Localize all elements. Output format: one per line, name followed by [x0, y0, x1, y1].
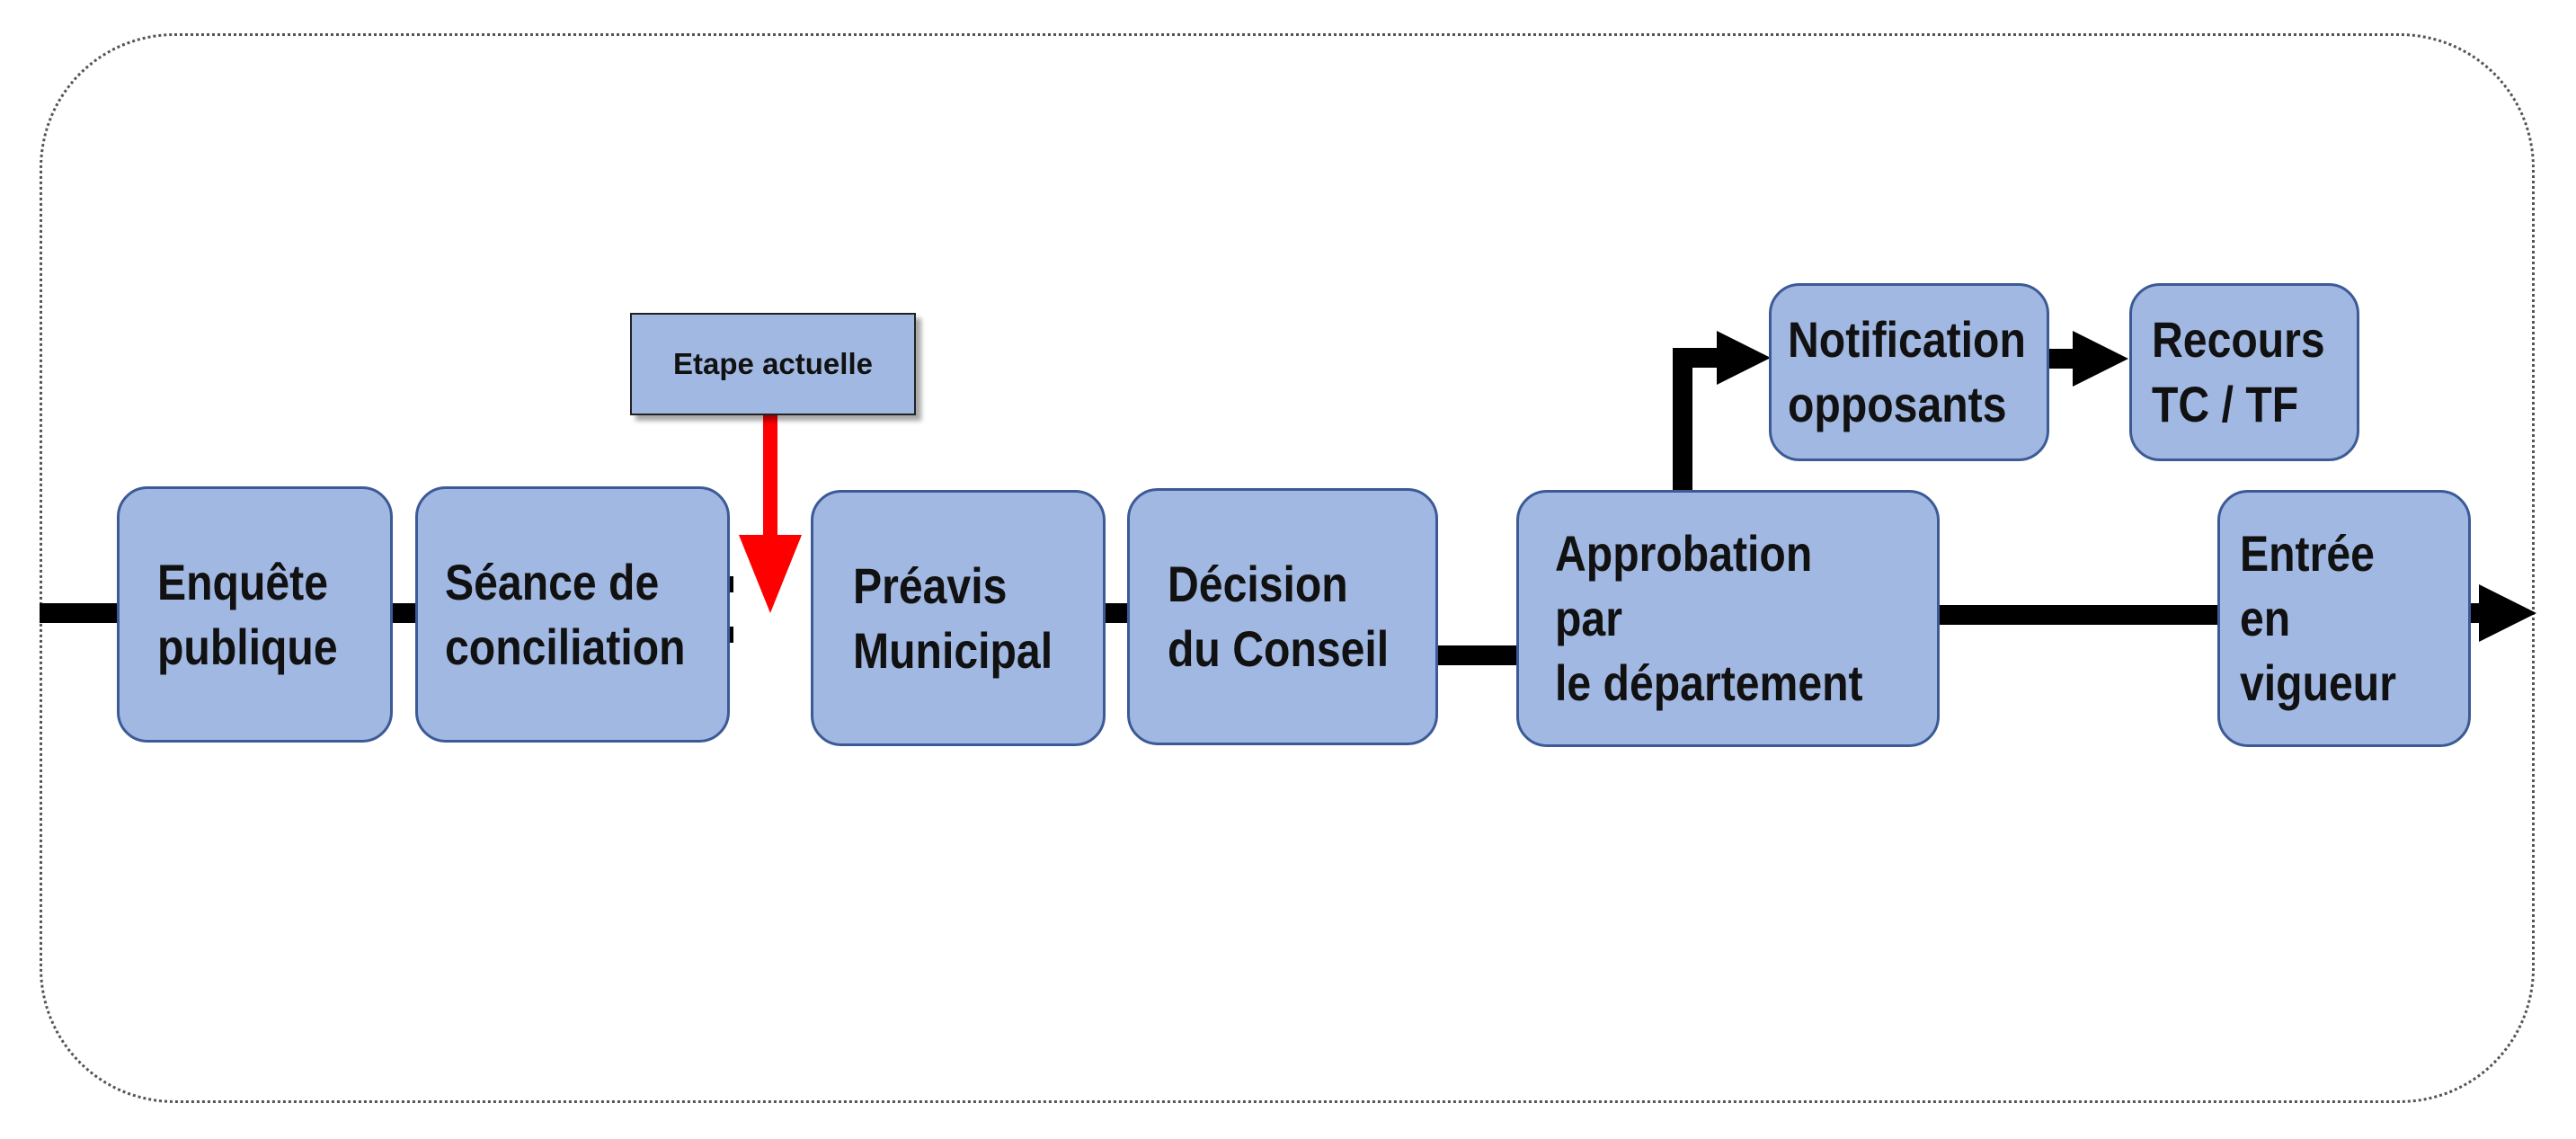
step-approbation-departement: Approbation par le département — [1516, 490, 1940, 747]
step-recours-tc-tf: Recours TC / TF — [2129, 283, 2359, 461]
notification-arrowhead — [1717, 331, 1771, 385]
connector-preavis-decision — [1106, 603, 1131, 623]
step-label: Approbation par le département — [1555, 525, 1863, 711]
connector-end-arrowhead — [2479, 584, 2536, 642]
step-label: Enquête publique — [157, 553, 338, 675]
step-enquete-publique: Enquête publique — [117, 486, 393, 743]
current-step-label: Etape actuelle — [673, 347, 873, 380]
step-label: Préavis Municipal — [853, 556, 1053, 679]
step-notification-opposants: Notification opposants — [1769, 283, 2049, 461]
connector-seance-stub-2 — [726, 627, 733, 643]
diagram-frame — [40, 33, 2535, 1103]
step-label: Décision du Conseil — [1168, 556, 1390, 677]
step-entree-en-vigueur: Entrée en vigueur — [2217, 490, 2471, 747]
connector-seance-stub — [726, 576, 733, 592]
current-step-callout: Etape actuelle — [630, 313, 916, 415]
step-label: Notification opposants — [1788, 311, 2026, 432]
connector-approbation-notification — [1673, 348, 1719, 493]
current-step-arrow-shaft — [763, 415, 777, 537]
connector-approbation-entree — [1932, 605, 2218, 625]
step-label: Entrée en vigueur — [2240, 525, 2396, 711]
recours-arrowhead — [2073, 331, 2128, 387]
connector-enquete-seance — [391, 603, 418, 623]
step-seance-de-conciliation: Séance de conciliation — [415, 486, 730, 743]
step-label: Séance de conciliation — [445, 553, 686, 675]
step-decision-du-conseil: Décision du Conseil — [1127, 488, 1438, 745]
connector-decision-approbation — [1436, 645, 1519, 665]
step-label: Recours TC / TF — [2152, 311, 2325, 432]
current-step-arrowhead — [739, 535, 802, 613]
connector-start — [40, 603, 119, 623]
step-preavis-municipal: Préavis Municipal — [811, 490, 1106, 746]
